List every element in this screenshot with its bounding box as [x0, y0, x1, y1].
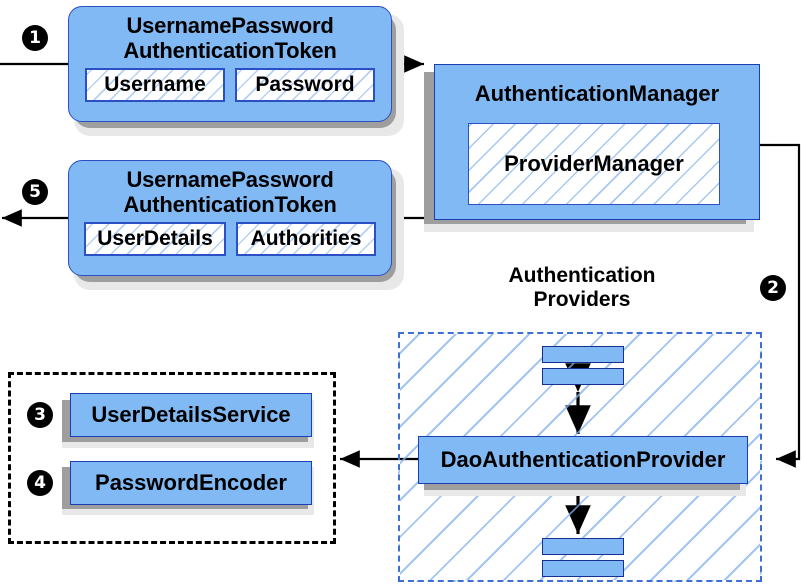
- badge-step-5: 5: [22, 179, 48, 205]
- dao-authentication-provider-box[interactable]: DaoAuthenticationProvider: [418, 436, 748, 484]
- dao-dependencies-container: [8, 372, 336, 544]
- response-token-title: UsernamePassword AuthenticationToken: [123, 167, 337, 217]
- userdetails-field[interactable]: UserDetails: [84, 222, 226, 256]
- username-field[interactable]: Username: [85, 68, 225, 102]
- dao-authentication-provider-label: DaoAuthenticationProvider: [440, 447, 726, 472]
- response-token-fields: UserDetails Authorities: [84, 222, 376, 256]
- request-token-fields: Username Password: [85, 68, 375, 102]
- authentication-manager-title: AuthenticationManager: [474, 81, 720, 106]
- provider-manager-box[interactable]: ProviderManager: [468, 123, 720, 205]
- badge-step-3: 3: [27, 402, 53, 428]
- response-token-card[interactable]: UsernamePassword AuthenticationToken Use…: [68, 160, 392, 276]
- passwordencoder-box[interactable]: PasswordEncoder: [70, 461, 312, 505]
- arrow-manager-to-provider: [760, 143, 801, 468]
- authentication-providers-heading: Authentication Providers: [468, 264, 696, 312]
- authentication-providers-heading-line2: Providers: [533, 288, 631, 311]
- collapsed-provider-bar-4[interactable]: [542, 560, 624, 577]
- password-field[interactable]: Password: [235, 68, 375, 102]
- authentication-providers-heading-line1: Authentication: [508, 264, 656, 287]
- collapsed-provider-bar-2[interactable]: [542, 368, 624, 385]
- response-token-title-line2: AuthenticationToken: [123, 192, 337, 217]
- passwordencoder-label: PasswordEncoder: [95, 470, 287, 495]
- userdetailsservice-box[interactable]: UserDetailsService: [70, 393, 312, 437]
- badge-step-4: 4: [27, 470, 53, 496]
- badge-step-1: 1: [22, 25, 48, 51]
- request-token-title-line1: UsernamePassword: [126, 13, 334, 38]
- badge-step-2: 2: [760, 275, 786, 301]
- request-token-title: UsernamePassword AuthenticationToken: [123, 13, 337, 63]
- response-token-title-line1: UsernamePassword: [126, 167, 334, 192]
- request-token-card[interactable]: UsernamePassword AuthenticationToken Use…: [68, 6, 392, 122]
- userdetailsservice-label: UserDetailsService: [91, 402, 291, 427]
- request-token-title-line2: AuthenticationToken: [123, 38, 337, 63]
- authorities-field[interactable]: Authorities: [236, 222, 376, 256]
- collapsed-provider-bar-1[interactable]: [542, 346, 624, 363]
- collapsed-provider-bar-3[interactable]: [542, 538, 624, 555]
